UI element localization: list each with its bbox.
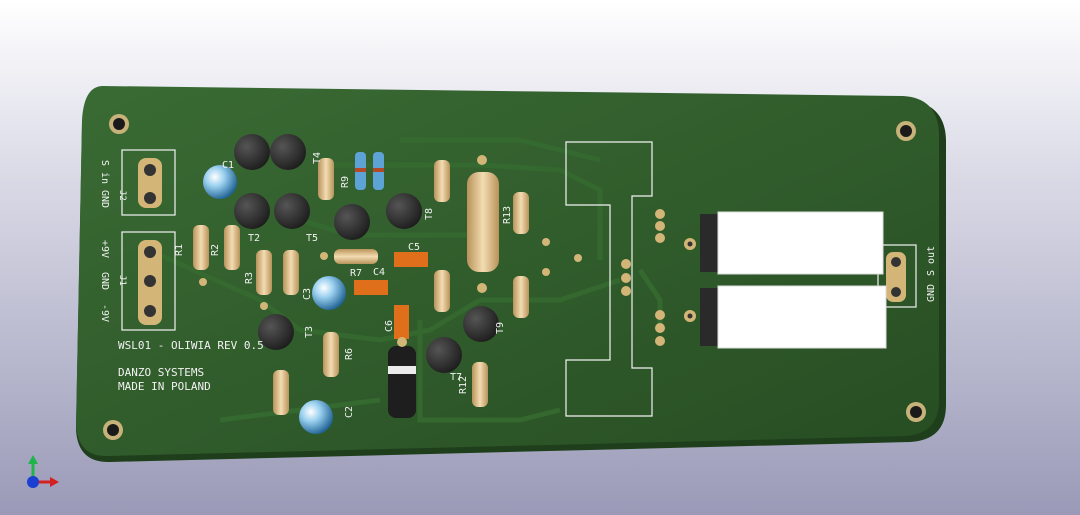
relays	[684, 211, 887, 349]
out-pin2-label: S out	[926, 246, 937, 276]
ceramic-capacitors: C5 C4 C6	[354, 242, 428, 339]
resistor-r4	[318, 158, 334, 200]
diodes: R9	[340, 152, 384, 190]
r1-ref: R1	[174, 244, 185, 256]
t7-ref: T7	[450, 372, 462, 383]
c5-ref: C5	[408, 242, 420, 253]
capacitor-c2: C2	[299, 400, 355, 434]
r6-ref: R6	[344, 348, 355, 360]
j2-ref: J2	[117, 190, 127, 201]
r7-ref: R7	[350, 268, 362, 279]
j2-pin2-label: GND	[99, 190, 110, 208]
transistor-1	[234, 134, 270, 170]
board-title: WSL01 - OLIWIA REV 0.5	[118, 339, 264, 352]
transistors: T4 T2 T5 T8 T3 T7 T9	[234, 134, 506, 383]
r9-ref: R9	[340, 176, 351, 188]
resistor-r-unlabeled-2	[273, 370, 289, 415]
resistor-r3: R3	[244, 250, 272, 310]
connector-j1: J1 +9V GND -9V	[99, 240, 162, 325]
resistor-r8	[434, 160, 450, 202]
j1-ref: J1	[117, 275, 127, 286]
t4-ref: T4	[312, 152, 323, 164]
t9-ref: T9	[495, 322, 506, 334]
capacitor-c6: C6	[384, 305, 409, 339]
capacitor-c1: C1	[203, 160, 237, 199]
transistor-t5: T5	[274, 193, 318, 244]
resistor-r-unlabeled-1	[283, 250, 299, 295]
c2-ref: C2	[344, 406, 355, 418]
j1-pin3-label: -9V	[99, 304, 110, 322]
resistor-r1: R1	[174, 225, 209, 286]
xyz-axis-icon	[27, 455, 59, 488]
r2-ref: R2	[210, 244, 221, 256]
transistor-t3: T3	[258, 314, 315, 350]
board-origin: MADE IN POLAND	[118, 380, 211, 393]
transistor-t2: T2	[234, 193, 270, 244]
c6-ref: C6	[384, 320, 395, 332]
j2-pin1-label: S in	[99, 160, 110, 184]
board-company: DANZO SYSTEMS	[118, 366, 204, 379]
transistor-t7: T7	[426, 337, 462, 383]
resistor-r-unlabeled-3	[434, 270, 450, 312]
pad-groups	[542, 209, 665, 346]
c4-ref: C4	[373, 267, 385, 278]
c3-ref: C3	[302, 288, 313, 300]
resistors: R1 R2 R3 R6 R7 R13 R12	[174, 155, 529, 415]
resistor-r6: R6	[323, 332, 355, 377]
out-pin1-label: GND	[926, 284, 937, 302]
transistor-6	[334, 204, 370, 240]
resistor-r13: R13	[502, 192, 529, 234]
capacitor-c4: C4	[354, 267, 388, 295]
resistor-r-unlabeled-4	[513, 276, 529, 318]
resistor-large	[467, 155, 499, 293]
j1-pin2-label: GND	[99, 272, 110, 290]
t2-ref: T2	[248, 233, 260, 244]
pcb-board	[76, 86, 946, 463]
t3-ref: T3	[304, 326, 315, 338]
r12-ref: R12	[458, 376, 469, 394]
transistor-t4: T4	[270, 134, 323, 170]
j1-pin1-label: +9V	[99, 240, 110, 258]
resistor-r2: R2	[210, 225, 240, 270]
capacitor-c5: C5	[394, 242, 428, 267]
t5-ref: T5	[306, 233, 318, 244]
electrolytic-capacitors: C1 C3 C2	[203, 160, 355, 434]
resistor-r7: R7	[320, 249, 378, 279]
t8-ref: T8	[424, 208, 435, 220]
resistor-r12: R12	[458, 362, 488, 407]
transistor-t8: T8	[386, 193, 435, 229]
power-diode	[388, 337, 416, 418]
c1-ref: C1	[222, 160, 234, 171]
connector-j2: J2 S in GND	[99, 158, 162, 208]
connector-output: GND S out	[886, 246, 937, 302]
r3-ref: R3	[244, 272, 255, 284]
board-silkscreen-text: WSL01 - OLIWIA REV 0.5 DANZO SYSTEMS MAD…	[118, 339, 264, 393]
r13-ref: R13	[502, 206, 513, 224]
transistor-t9: T9	[463, 306, 506, 342]
mounting-holes	[103, 114, 926, 440]
capacitor-c3: C3	[302, 276, 346, 310]
